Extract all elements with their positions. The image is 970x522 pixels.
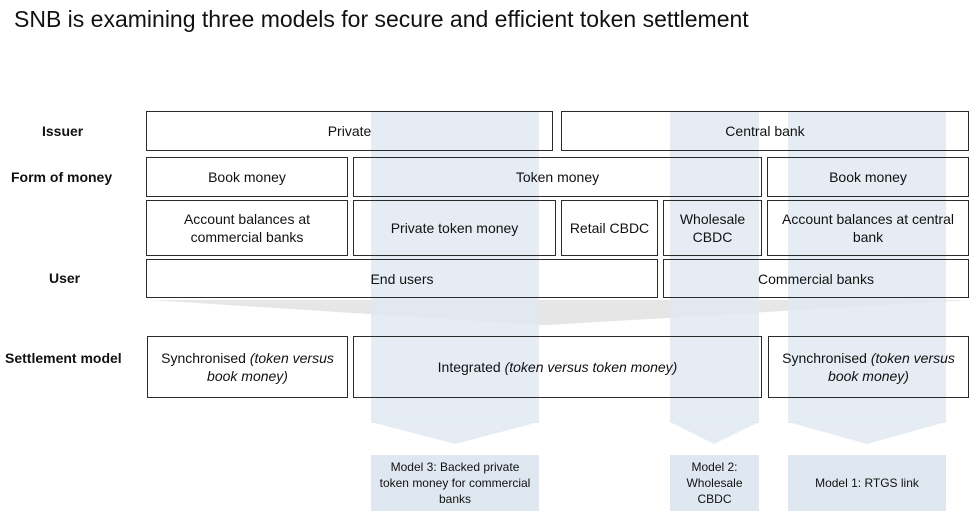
model1-label: Model 1: RTGS link [815, 476, 919, 490]
issuer-private-label: Private [327, 123, 372, 139]
type-account-central-label: Account balances at central bank [782, 211, 954, 245]
settlement-sync-right-italic: (token versus book money) [828, 350, 955, 384]
model2-label: Model 2: Wholesale CBDC [686, 460, 743, 506]
page-title: SNB is examining three models for secure… [14, 6, 749, 32]
settlement-integrated-italic: (token versus token money) [504, 359, 678, 375]
issuer-private-box: Private [146, 111, 553, 151]
form-book-money-central-label: Book money [829, 169, 907, 185]
model3-tag: Model 3: Backed private token money for … [371, 455, 539, 511]
model1-tag: Model 1: RTGS link [788, 455, 946, 511]
model1-arrow-head [788, 422, 946, 444]
model3-arrow-head [371, 422, 539, 444]
issuer-central-label: Central bank [725, 123, 805, 139]
model2-arrow-head [670, 422, 759, 444]
model3-band [371, 111, 539, 423]
model1-band [788, 111, 946, 423]
type-account-commercial-box: Account balances at commercial banks [146, 200, 348, 256]
settlement-sync-left-text: Synchronised (token versus book money) [152, 349, 343, 385]
user-end-users-label: End users [370, 270, 434, 287]
type-private-token-label: Private token money [390, 220, 519, 236]
user-commercial-banks-box: Commercial banks [663, 259, 969, 298]
settlement-sync-right-main: Synchronised [782, 350, 871, 366]
form-token-money-box: Token money [353, 157, 762, 197]
issuer-central-box: Central bank [561, 111, 969, 151]
row-label-user: User [49, 270, 81, 286]
settlement-integrated-main: Integrated [437, 359, 505, 375]
form-book-money-label: Book money [208, 169, 286, 185]
type-retail-cbdc-box: Retail CBDC [561, 200, 658, 256]
type-wholesale-cbdc-label: Wholesale CBDC [679, 211, 746, 245]
row-label-issuer: Issuer [42, 123, 84, 139]
model3-label: Model 3: Backed private token money for … [379, 460, 531, 506]
settlement-sync-left-box: Synchronised (token versus book money) [147, 336, 348, 398]
type-account-commercial-label: Account balances at commercial banks [183, 211, 311, 245]
row-label-settlement: Settlement model [5, 350, 122, 366]
settlement-integrated-text: Integrated (token versus token money) [438, 358, 678, 376]
type-wholesale-cbdc-box: Wholesale CBDC [663, 200, 762, 256]
settlement-sync-left-main: Synchronised [161, 350, 250, 366]
type-private-token-box: Private token money [353, 200, 556, 256]
settlement-sync-right-box: Synchronised (token versus book money) [768, 336, 969, 398]
user-commercial-banks-label: Commercial banks [758, 270, 874, 287]
settlement-integrated-box: Integrated (token versus token money) [353, 336, 762, 398]
user-end-users-box: End users [146, 259, 658, 298]
funnel-polygon [150, 300, 968, 325]
form-book-money-box: Book money [146, 157, 348, 197]
settlement-sync-left-italic: (token versus book money) [207, 350, 334, 384]
row-label-form: Form of money [11, 169, 113, 185]
settlement-sync-right-text: Synchronised (token versus book money) [773, 349, 964, 385]
type-retail-cbdc-label: Retail CBDC [569, 220, 650, 236]
model2-band [670, 111, 759, 423]
form-token-money-label: Token money [515, 169, 600, 185]
type-account-central-box: Account balances at central bank [767, 200, 969, 256]
form-book-money-central-box: Book money [767, 157, 969, 197]
model2-tag: Model 2: Wholesale CBDC [670, 455, 759, 511]
